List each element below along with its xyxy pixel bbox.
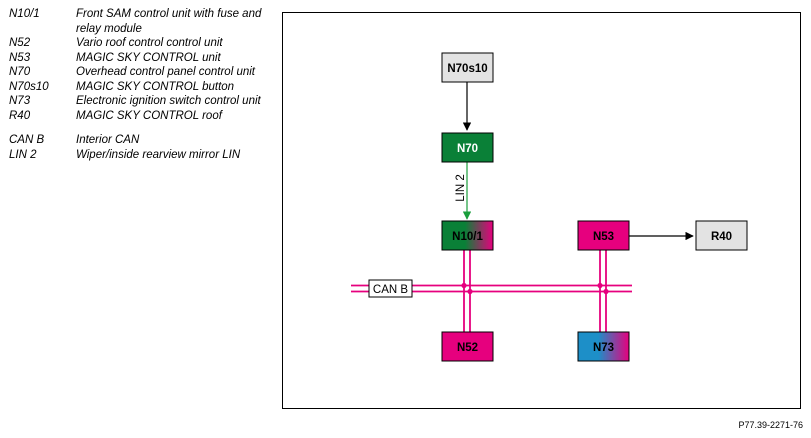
node-label: N53 (593, 231, 614, 243)
legend-item-n10-1: N10/1 Front SAM control unit with fuse a… (9, 7, 274, 36)
legend-desc: MAGIC SKY CONTROL unit (76, 51, 221, 64)
legend-code: R40 (9, 109, 31, 122)
legend-item-can-b: CAN B Interior CAN (9, 133, 274, 148)
legend-code: N70s10 (9, 80, 49, 93)
legend-code: CAN B (9, 134, 45, 146)
diagram-frame (282, 12, 801, 409)
legend-code: LIN 2 (9, 148, 37, 161)
can-b-label: CAN B (368, 279, 413, 298)
node-r40: R40 (695, 220, 748, 251)
legend-item-lin-2: LIN 2 Wiper/inside rearview mirror LIN (9, 148, 274, 163)
node-label: R40 (711, 231, 732, 243)
node-n70: N70 (441, 132, 494, 163)
legend-item-n73: N73 Electronic ignition switch control u… (9, 94, 274, 109)
legend-item-n53: N53 MAGIC SKY CONTROL unit (9, 51, 274, 66)
figure-reference: P77.39-2271-76 (738, 420, 803, 430)
node-n10-1: N10/1 (441, 220, 494, 251)
legend-code: N10/1 (9, 8, 40, 20)
node-n73: N73 (577, 331, 630, 362)
legend-item-n70: N70 Overhead control panel control unit (9, 65, 274, 80)
node-label: N52 (457, 342, 478, 354)
legend-desc: MAGIC SKY CONTROL button (76, 80, 235, 93)
node-label: N70 (457, 143, 478, 155)
legend-desc: Overhead control panel control unit (76, 66, 255, 78)
node-label: N73 (593, 342, 614, 354)
legend-item-n70s10: N70s10 MAGIC SKY CONTROL button (9, 80, 274, 95)
legend-code: N73 (9, 95, 31, 107)
legend-item-r40: R40 MAGIC SKY CONTROL roof (9, 109, 274, 124)
node-label: N70s10 (447, 63, 487, 75)
node-n53: N53 (577, 220, 630, 251)
legend-desc: Front SAM control unit with fuse and rel… (76, 8, 262, 35)
legend-desc: MAGIC SKY CONTROL roof (76, 109, 222, 122)
legend-code: N70 (9, 66, 31, 78)
legend-desc: Electronic ignition switch control unit (76, 95, 261, 107)
legend-item-n52: N52 Vario roof control control unit (9, 36, 274, 51)
legend-code: N52 (9, 37, 31, 49)
legend-desc: Wiper/inside rearview mirror LIN (76, 148, 241, 161)
node-n52: N52 (441, 331, 494, 362)
legend-desc: Interior CAN (76, 134, 140, 146)
can-b-label-text: CAN B (373, 284, 408, 296)
legend: N10/1 Front SAM control unit with fuse a… (9, 7, 274, 162)
legend-code: N53 (9, 51, 31, 64)
lin-2-label: LIN 2 (455, 174, 467, 202)
node-label: N10/1 (452, 231, 483, 243)
legend-desc: Vario roof control control unit (76, 37, 223, 49)
node-n70s10: N70s10 (441, 52, 494, 83)
